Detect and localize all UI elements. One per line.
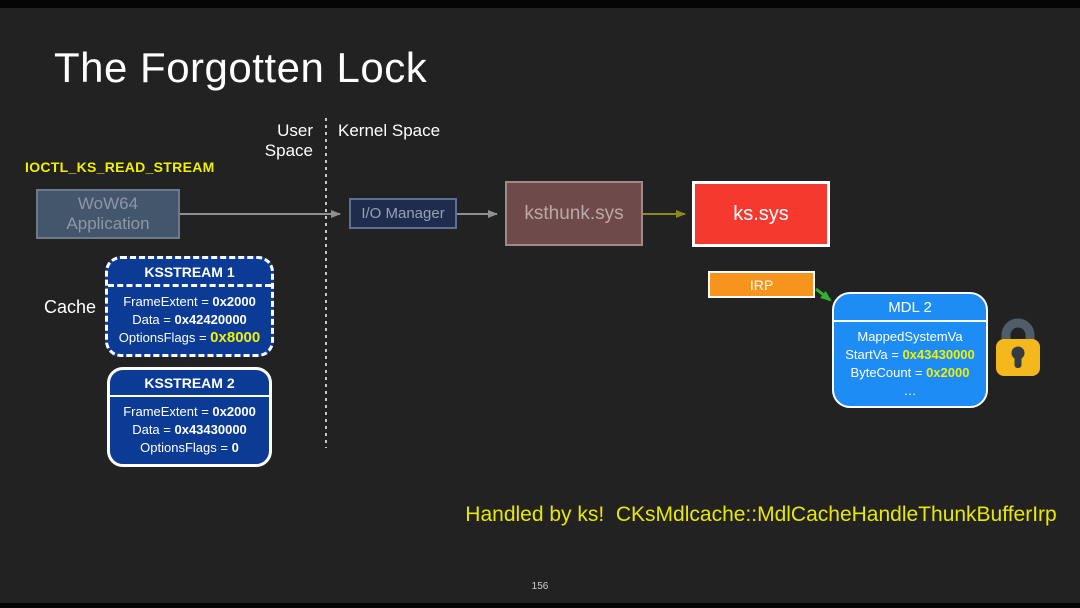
cache-label: Cache <box>44 297 97 317</box>
kssys-label: ks.sys <box>733 202 789 225</box>
arrow-irp-to-mdl2 <box>815 287 832 302</box>
page-number: 156 <box>531 581 549 592</box>
ksstream2-title: KSSTREAM 2 <box>110 370 269 397</box>
field-value-highlighted: 0x43430000 <box>902 347 975 362</box>
field-label: Data = <box>132 422 175 437</box>
io-manager-label: I/O Manager <box>361 205 445 222</box>
field-value: 0 <box>231 440 239 455</box>
field-label: StartVa = <box>845 347 903 362</box>
ksthunk-label: ksthunk.sys <box>524 202 624 224</box>
ksstream1-box: KSSTREAM 1 FrameExtent = 0x2000 Data = 0… <box>105 256 274 357</box>
field-label: FrameExtent = <box>123 404 213 419</box>
wow64-label-line1: WoW64 <box>77 194 139 213</box>
field-label: ByteCount = <box>850 365 927 380</box>
field-value: 0x42420000 <box>174 312 247 327</box>
letterbox-bottom <box>0 603 1080 608</box>
ioctl-label: IOCTL_KS_READ_STREAM <box>25 159 215 175</box>
ksthunk-box: ksthunk.sys <box>505 181 643 246</box>
io-manager-box: I/O Manager <box>349 198 457 229</box>
field-value-highlighted: 0x2000 <box>926 365 970 380</box>
letterbox-top <box>0 0 1080 8</box>
kssys-box: ks.sys <box>692 181 830 247</box>
ksstream2-box: KSSTREAM 2 FrameExtent = 0x2000 Data = 0… <box>107 367 272 467</box>
slide-title: The Forgotten Lock <box>54 44 428 91</box>
wow64-label-line2: Application <box>66 214 150 233</box>
ksstream1-title: KSSTREAM 1 <box>108 259 271 287</box>
kernel-space-label: Kernel Space <box>338 121 441 140</box>
field-value: 0x43430000 <box>174 422 247 437</box>
mdl2-ellipsis: … <box>903 383 917 398</box>
padlock-icon <box>996 318 1040 376</box>
ksstream1-data-row: Data = 0x42420000 <box>108 311 271 329</box>
field-label: OptionsFlags = <box>140 440 232 455</box>
irp-box: IRP <box>708 271 815 298</box>
field-label: FrameExtent = <box>123 294 213 309</box>
field-value: 0x2000 <box>212 294 256 309</box>
field-value: 0x2000 <box>212 404 256 419</box>
irp-label: IRP <box>749 276 774 293</box>
ksstream1-frameextent-row: FrameExtent = 0x2000 <box>108 293 271 311</box>
field-label: Data = <box>132 312 175 327</box>
mdl2-bytecount-row: ByteCount = 0x2000 <box>834 364 986 382</box>
footer-note: Handled by ks! CKsMdlcache::MdlCacheHand… <box>465 503 1057 526</box>
ksstream2-frameextent-row: FrameExtent = 0x2000 <box>110 403 269 421</box>
field-value-highlighted: 0x8000 <box>210 329 261 346</box>
field-label: OptionsFlags = <box>118 330 211 345</box>
ksstream2-optionsflags-row: OptionsFlags = 0 <box>110 439 269 457</box>
wow64-application-box: WoW64 Application <box>36 189 180 239</box>
user-space-label: User Space <box>264 121 313 160</box>
mdl2-startva-row: StartVa = 0x43430000 <box>834 346 986 364</box>
mdl2-title: MDL 2 <box>834 294 986 322</box>
ksstream1-optionsflags-row: OptionsFlags = 0x8000 <box>108 329 271 347</box>
mdl2-mappedsystemva-row: MappedSystemVa <box>857 329 963 344</box>
mdl2-box: MDL 2 MappedSystemVa StartVa = 0x4343000… <box>832 292 988 408</box>
ksstream2-data-row: Data = 0x43430000 <box>110 421 269 439</box>
